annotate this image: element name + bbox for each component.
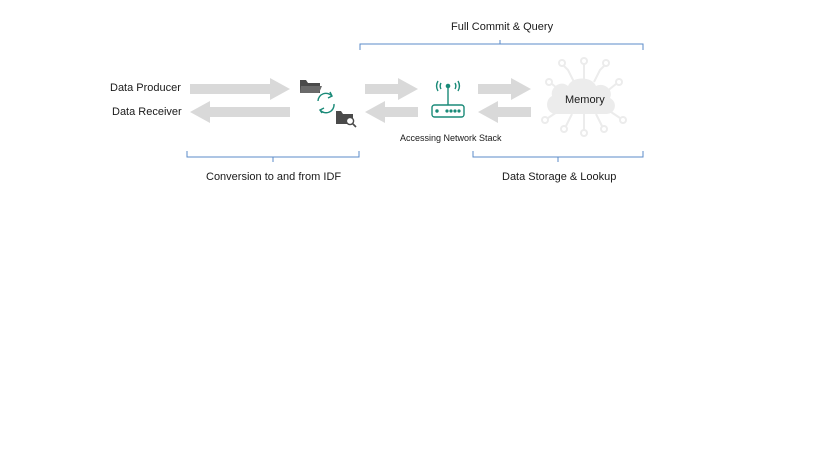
data-storage-lookup-label: Data Storage & Lookup	[502, 171, 617, 183]
memory-label: Memory	[565, 94, 605, 106]
router-icon	[431, 80, 465, 118]
data-receiver-label: Data Receiver	[112, 106, 182, 118]
data-producer-label: Data Producer	[110, 82, 181, 94]
folder-search-icon	[336, 111, 357, 128]
arrow-receiver-left	[190, 101, 290, 123]
full-commit-query-label: Full Commit & Query	[451, 21, 554, 33]
accessing-network-stack-label: Accessing Network Stack	[400, 133, 502, 143]
arrow-to-memory-right	[478, 78, 531, 100]
folder-icon	[300, 80, 322, 93]
sync-icon	[317, 91, 335, 114]
arrow-from-memory-left	[478, 101, 531, 123]
cloud-brain-icon	[541, 57, 627, 137]
conversion-label: Conversion to and from IDF	[206, 171, 342, 183]
bracket-conversion	[186, 151, 360, 162]
bracket-full-commit-query	[359, 40, 644, 50]
bracket-data-storage	[472, 151, 644, 162]
arrow-to-network-right	[365, 78, 418, 100]
arrow-from-network-left	[365, 101, 418, 123]
arrow-producer-right	[190, 78, 290, 100]
